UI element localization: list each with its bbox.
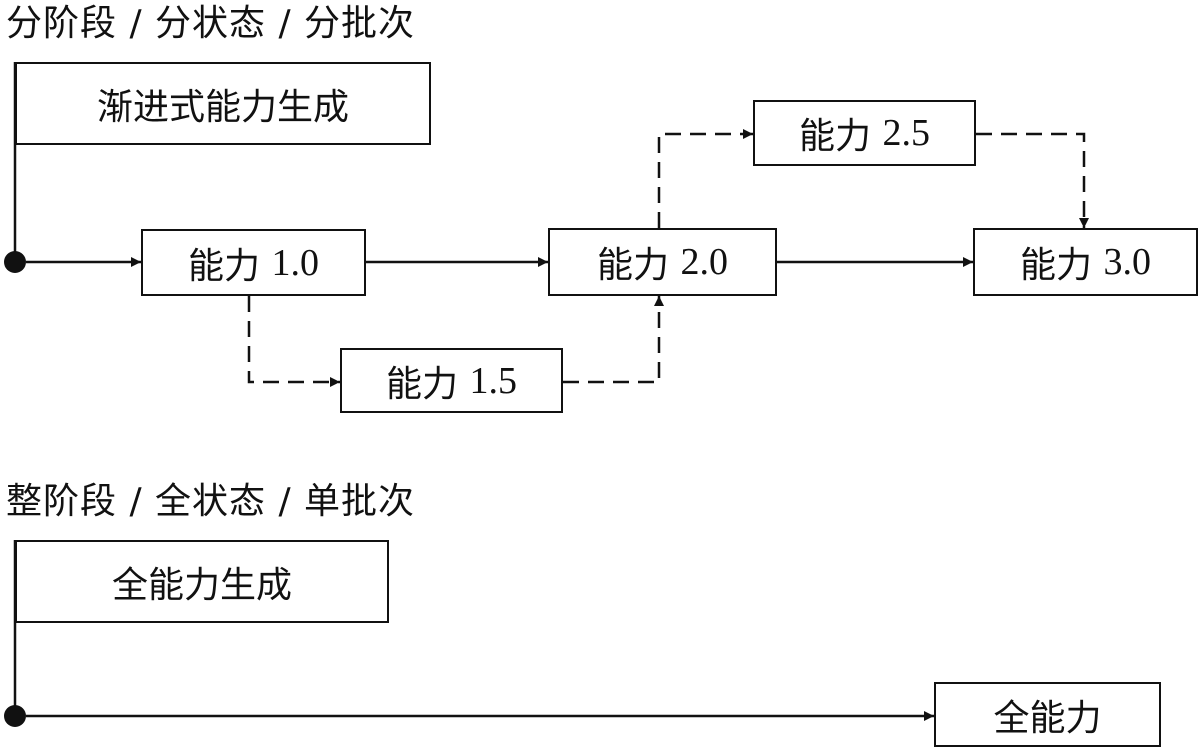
node-label-prefix: 能力 — [386, 363, 459, 405]
title-box-full: 全能力生成 — [15, 540, 389, 623]
edge-c25-c30-dashed — [976, 132, 1089, 228]
title-box-progressive-label: 渐进式能力生成 — [96, 86, 349, 128]
node-label-prefix: 能力 — [597, 245, 670, 286]
node-label-version: 1.5 — [469, 359, 517, 402]
node-label-version: 2.0 — [680, 241, 728, 283]
node-full-capability: 全能力 — [934, 682, 1161, 747]
node-label-prefix: 能力 — [188, 245, 261, 287]
node-full-capability-label: 全能力 — [993, 697, 1102, 739]
title-box-progressive: 渐进式能力生成 — [15, 62, 431, 145]
node-capability-2-0: 能力 2.0 — [548, 228, 777, 296]
edge-c15-c20-dashed — [563, 296, 664, 384]
node-capability-1-5: 能力 1.5 — [340, 348, 563, 413]
node-label-prefix: 能力 — [799, 116, 872, 157]
node-label-version: 3.0 — [1103, 241, 1151, 283]
node-label-prefix: 能力 — [1020, 245, 1093, 286]
start-dot-top — [4, 251, 26, 273]
start-dot-bottom — [4, 705, 26, 727]
node-label-version: 2.5 — [882, 112, 930, 154]
edge-c10-c15-dashed — [247, 296, 340, 387]
node-capability-3-0: 能力 3.0 — [973, 228, 1198, 296]
edge-c20-c25-dashed — [657, 129, 753, 228]
node-capability-2-5: 能力 2.5 — [753, 100, 976, 166]
title-box-full-label: 全能力生成 — [111, 564, 292, 606]
section-heading-full: 整阶段 / 全状态 / 单批次 — [6, 481, 416, 522]
node-capability-1-0: 能力 1.0 — [141, 229, 366, 296]
section-heading-progressive: 分阶段 / 分状态 / 分批次 — [6, 3, 416, 44]
node-label-version: 1.0 — [271, 241, 319, 284]
